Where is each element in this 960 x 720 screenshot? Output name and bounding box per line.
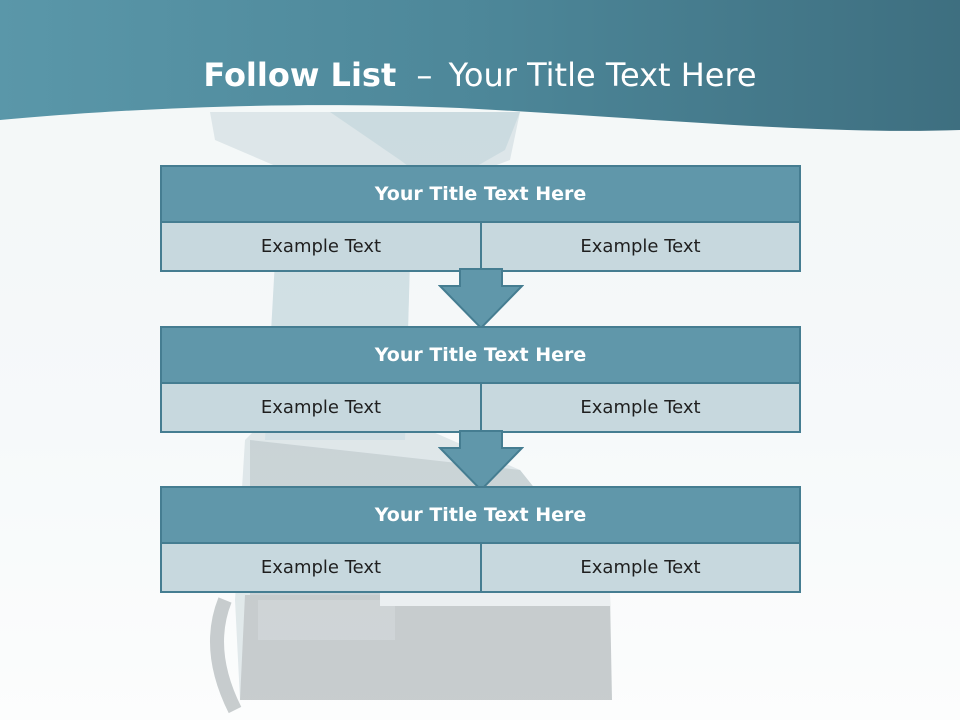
block-title: Your Title Text Here	[160, 326, 801, 384]
block-right-cell: Example Text	[480, 221, 801, 272]
slide-title-rest: Your Title Text Here	[448, 56, 757, 94]
down-arrow-icon	[438, 430, 524, 492]
block-title: Your Title Text Here	[160, 165, 801, 223]
slide-title-bold: Follow List	[203, 56, 397, 94]
block-left-cell: Example Text	[160, 542, 482, 593]
block-left-cell: Example Text	[160, 221, 482, 272]
list-block-3: Your Title Text Here Example Text Exampl…	[160, 486, 801, 593]
block-right-cell: Example Text	[480, 542, 801, 593]
down-arrow-icon	[438, 268, 524, 330]
block-title: Your Title Text Here	[160, 486, 801, 544]
slide-title-dash: –	[416, 56, 433, 94]
list-block-1: Your Title Text Here Example Text Exampl…	[160, 165, 801, 272]
block-left-cell: Example Text	[160, 382, 482, 433]
slide-title: Follow List – Your Title Text Here	[0, 52, 960, 98]
block-right-cell: Example Text	[480, 382, 801, 433]
header-banner	[0, 0, 960, 131]
list-block-2: Your Title Text Here Example Text Exampl…	[160, 326, 801, 433]
